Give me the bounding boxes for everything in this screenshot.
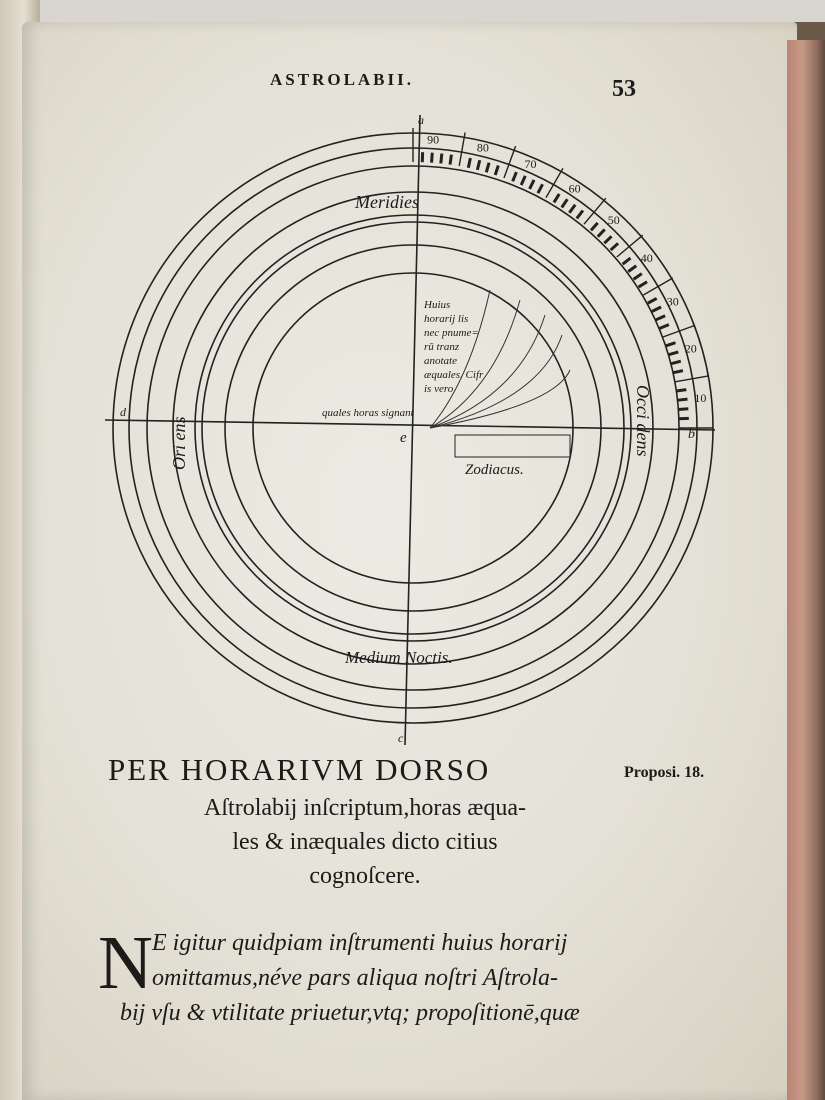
scale-tick <box>627 264 638 273</box>
scale-tick <box>651 305 662 313</box>
axes <box>104 114 716 746</box>
svg-text:nec pnume=: nec pnume= <box>424 327 479 339</box>
degree-scale <box>412 128 713 429</box>
heading-line: cognoſcere. <box>309 863 421 889</box>
scale-labels: 90 80 70 60 50 40 30 20 10 <box>427 133 706 405</box>
scale-tick <box>670 359 682 366</box>
scale-tick <box>632 272 643 281</box>
scale-tick <box>528 179 536 190</box>
scale-tick <box>519 175 527 186</box>
meridian-line <box>404 114 421 746</box>
medium-noctis-label: Medium Noctis. <box>344 648 453 667</box>
scale-tick <box>621 256 632 266</box>
scale-tick <box>655 314 666 322</box>
scale-tick <box>536 183 544 194</box>
zodiacus-label: Zodiacus. <box>465 462 524 478</box>
scale-label: 20 <box>685 341 697 355</box>
scale-tick <box>674 375 709 383</box>
horizon-line <box>104 419 716 431</box>
heading-line: les & inæquales dicto citius <box>232 829 498 855</box>
svg-text:horarij lis: horarij lis <box>424 313 468 325</box>
oriens-label: Ori ens <box>169 417 189 471</box>
scale-tick <box>616 234 644 258</box>
scale-tick <box>458 132 466 167</box>
scale-tick <box>545 167 564 198</box>
scale-tick <box>430 152 434 163</box>
svg-text:Huius: Huius <box>423 299 450 311</box>
scale-label: 10 <box>694 391 706 405</box>
page-number: 53 <box>612 76 636 102</box>
inner-note: Huius horarij lis nec pnume= rū tranz an… <box>322 299 484 419</box>
page-block-edge <box>787 40 825 1100</box>
body-line: E igitur quidpiam inſtrumenti huius hora… <box>152 930 568 956</box>
scale-tick <box>603 235 613 245</box>
point-label-e: e <box>400 430 407 446</box>
point-label-a: a <box>418 113 424 127</box>
scale-tick <box>448 154 453 165</box>
scale-tick <box>643 277 674 296</box>
proposition-number: Proposi. 18. <box>624 764 705 781</box>
scale-tick <box>662 324 696 338</box>
zodiac-box <box>454 434 571 458</box>
scale-tick <box>659 323 670 330</box>
scale-tick <box>560 198 569 209</box>
svg-text:anotate: anotate <box>424 355 457 367</box>
scale-tick <box>676 388 687 393</box>
scale-label: 60 <box>569 181 581 195</box>
scale-tick <box>493 165 500 176</box>
scale-label: 40 <box>641 251 653 265</box>
scale-label: 30 <box>667 294 679 308</box>
scale-tick <box>583 197 607 225</box>
scale-tick <box>484 162 491 173</box>
svg-text:rū tranz: rū tranz <box>424 341 460 353</box>
scale-label: 80 <box>477 141 489 155</box>
scale-tick <box>672 369 684 375</box>
svg-text:æquales. Cifr: æquales. Cifr <box>424 369 484 381</box>
scale-tick <box>568 203 577 214</box>
body-line: omittamus,néve pars aliqua noſtri Aſtrol… <box>152 965 558 991</box>
heading-line: Aſtrolabij inſcriptum,horas æqua- <box>204 795 526 821</box>
scale-tick <box>677 397 688 402</box>
hour-curves <box>429 289 571 429</box>
scale-label: 50 <box>608 213 620 227</box>
occidens-label: Occi dens <box>633 385 653 456</box>
scale-tick <box>575 209 585 220</box>
svg-text:is vero: is vero <box>424 383 454 395</box>
scale-tick <box>678 407 689 411</box>
meridies-label: Meridies <box>354 192 419 212</box>
scale-tick <box>475 159 482 171</box>
point-label-b: b <box>688 427 695 442</box>
point-label-d: d <box>120 405 127 419</box>
scale-tick <box>466 157 472 169</box>
scale-tick <box>439 153 444 164</box>
background <box>0 0 825 22</box>
point-label-c: c <box>398 731 404 745</box>
scale-label: 70 <box>525 157 537 171</box>
scale-tick <box>552 193 561 204</box>
scale-label: 90 <box>427 133 439 147</box>
body-line: bij vſu & vtilitate priuetur,vtq; propoſ… <box>120 1000 580 1026</box>
scale-tick <box>589 221 599 232</box>
scale-tick <box>665 341 676 348</box>
svg-text:quales horas signant: quales horas signant <box>322 407 415 419</box>
drop-cap: N <box>98 921 153 1005</box>
scale-tick <box>609 242 620 252</box>
scale-tick <box>668 350 679 357</box>
running-header: ASTROLABII. <box>270 70 415 89</box>
scale-tick <box>647 297 658 305</box>
scale-tick <box>637 280 648 289</box>
scale-tick <box>596 228 606 238</box>
ring <box>172 191 654 665</box>
proposition-title: PER HORARIVM DORSO <box>108 752 491 787</box>
scale-tick <box>511 171 518 182</box>
scale-tick <box>503 145 517 179</box>
